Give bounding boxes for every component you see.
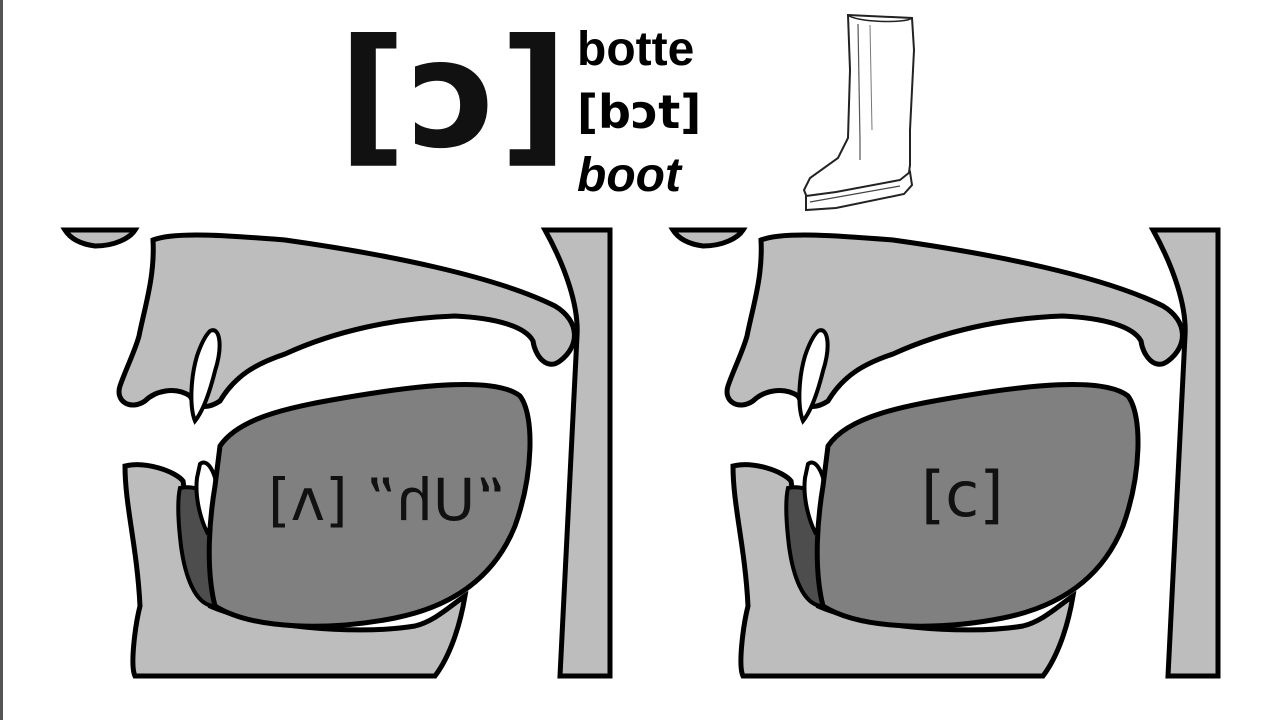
word-transcription: [bɔt] <box>577 85 702 139</box>
throat-wall <box>1148 227 1221 679</box>
upper-palate <box>724 232 1185 409</box>
upper-palate <box>116 232 577 409</box>
frame-edge <box>0 0 3 720</box>
tongue-label-open-o: [ɔ] <box>921 458 1004 531</box>
ipa-symbol: [ɔ] <box>338 8 571 182</box>
upper-tooth <box>189 328 222 425</box>
sagittal-section-right <box>668 227 1221 679</box>
tongue <box>814 381 1141 629</box>
tongue <box>206 381 533 629</box>
nose-tip <box>60 227 140 249</box>
mouth-diagram-open-o: [ɔ] <box>663 226 1243 686</box>
boot-icon <box>802 13 915 212</box>
french-word: botte <box>577 23 695 76</box>
tongue-label-uh: “Uh” [ʌ] <box>268 466 506 534</box>
word-block: botte [bɔt] boot <box>577 18 701 207</box>
nose-tip <box>668 227 748 249</box>
throat-wall <box>540 227 613 679</box>
upper-tooth <box>797 328 830 425</box>
mouth-diagram-uh: “Uh” [ʌ] <box>55 226 635 686</box>
sagittal-section-left <box>60 227 613 679</box>
english-translation: boot <box>577 149 681 202</box>
